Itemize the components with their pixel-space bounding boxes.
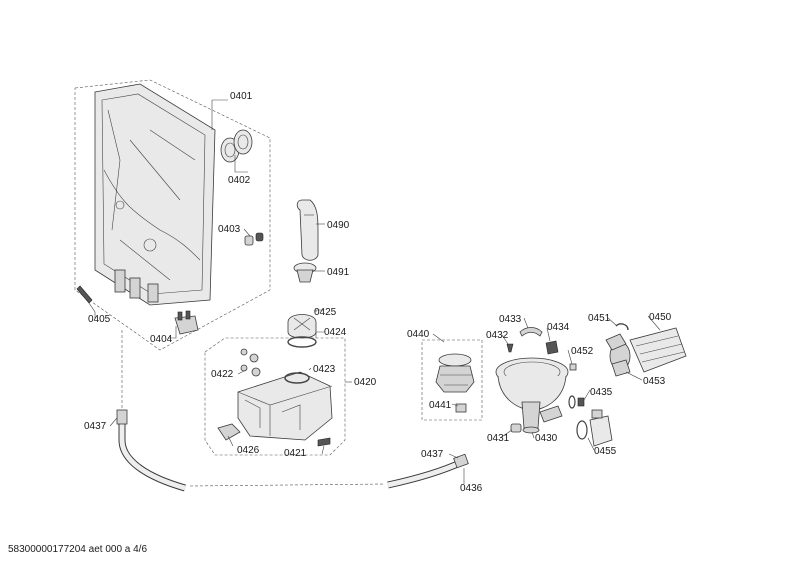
label-0431: 0431 [487, 433, 510, 444]
pump-0450 [605, 323, 687, 377]
label-0402: 0402 [228, 175, 251, 186]
label-0430: 0430 [535, 433, 558, 444]
label-0450: 0450 [649, 312, 672, 323]
label-0422: 0422 [211, 369, 234, 380]
label-0433: 0433 [499, 314, 522, 325]
seal-0435 [568, 395, 585, 409]
document-footer: 58300000177204 aet 000 a 4/6 [8, 544, 148, 555]
label-0437-left: 0437 [84, 421, 107, 432]
label-0426: 0426 [237, 445, 260, 456]
label-0451: 0451 [588, 313, 611, 324]
label-0405: 0405 [88, 314, 111, 325]
label-0432: 0432 [486, 330, 509, 341]
funnel-0490 [296, 199, 319, 261]
label-0403: 0403 [218, 224, 241, 235]
label-0420: 0420 [354, 377, 377, 388]
part-labels: 0401 0402 0403 0405 0404 0490 0491 0425 … [84, 91, 672, 494]
drain-hose [116, 330, 469, 492]
label-0440: 0440 [407, 329, 430, 340]
lid-0425 [287, 314, 317, 339]
seal-0424 [287, 336, 317, 348]
label-0421: 0421 [284, 448, 307, 459]
sump-0430 [495, 327, 577, 434]
tank-side-panel-group [74, 79, 271, 351]
fitting-0403 [244, 232, 264, 246]
heater-group-0440 [421, 339, 483, 421]
label-0455: 0455 [594, 446, 617, 457]
label-0435: 0435 [590, 387, 613, 398]
label-0424: 0424 [324, 327, 347, 338]
label-0453: 0453 [643, 376, 666, 387]
softener-group [204, 337, 346, 456]
label-0401: 0401 [230, 91, 253, 102]
grommet-0402 [220, 129, 253, 163]
label-0437-right: 0437 [421, 449, 444, 460]
pump-housing-0455 [576, 409, 613, 447]
label-0452: 0452 [571, 346, 594, 357]
cap-0491 [293, 262, 317, 283]
label-0425: 0425 [314, 307, 337, 318]
leader-lines [88, 99, 661, 484]
label-0404: 0404 [150, 334, 173, 345]
label-0434: 0434 [547, 322, 570, 333]
label-0436: 0436 [460, 483, 483, 494]
label-0423: 0423 [313, 364, 336, 375]
label-0491: 0491 [327, 267, 350, 278]
label-0441: 0441 [429, 400, 452, 411]
label-0490: 0490 [327, 220, 350, 231]
